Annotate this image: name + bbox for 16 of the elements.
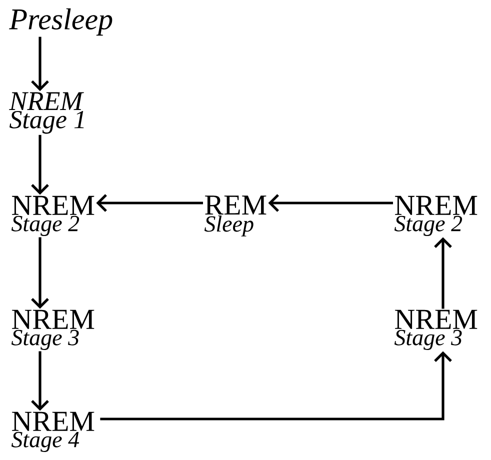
arrow (268, 194, 393, 212)
stage-label: NREM Stage 3 (394, 310, 478, 350)
stage-label: NREM Stage 1 (9, 92, 84, 134)
stage-label: NREM Stage 4 (11, 412, 94, 452)
arrow (31, 237, 49, 309)
stage-label: REM Sleep (204, 196, 266, 236)
arrow (434, 237, 452, 309)
arrow (31, 36, 49, 92)
arrow (31, 351, 49, 411)
arrow (100, 351, 452, 420)
arrow (31, 134, 49, 195)
arrow (96, 194, 203, 212)
stage-label: Presleep (9, 8, 112, 36)
stage-label: NREM Stage 2 (11, 196, 94, 236)
stage-label: NREM Stage 2 (394, 196, 478, 236)
stage-label: NREM Stage 3 (11, 310, 94, 350)
